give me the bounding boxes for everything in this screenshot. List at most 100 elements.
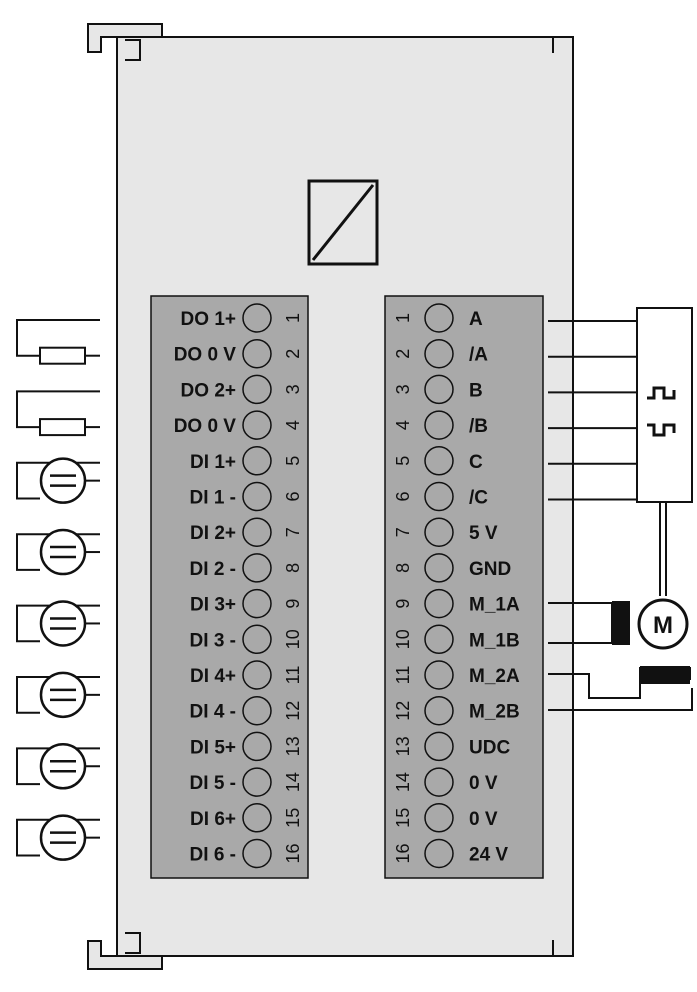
bottom-left-clip	[87, 940, 163, 970]
left-terminal-label: DI 4+	[190, 666, 236, 687]
top-left-clip	[87, 23, 163, 53]
screw-terminal-icon	[242, 838, 272, 869]
right-terminal-number: 7	[393, 527, 413, 537]
right-terminal-body	[384, 295, 544, 879]
screw-terminal-icon	[424, 803, 454, 833]
screw-terminal-icon	[424, 446, 454, 476]
top-left-latch	[125, 39, 141, 61]
left-terminal-number: 5	[283, 456, 303, 466]
left-terminal-6: DI 1 - 6	[190, 481, 303, 512]
left-terminal-label: DI 1 -	[190, 488, 236, 509]
right-terminal-label: /A	[469, 345, 488, 366]
right-terminal-label: A	[469, 309, 483, 330]
left-terminal-label: DO 0 V	[174, 345, 237, 366]
left-terminal-label: DI 2 -	[190, 559, 236, 580]
right-terminal-label: M_2B	[469, 702, 520, 723]
resistor-load-icon	[16, 390, 100, 437]
screw-terminal-icon	[242, 624, 272, 655]
left-terminal-number: 10	[283, 629, 303, 649]
screw-terminal-icon	[242, 803, 272, 833]
left-terminal-number: 16	[283, 843, 303, 863]
screw-terminal-icon	[424, 588, 454, 619]
encoder	[636, 307, 693, 596]
left-terminal-12: DI 4 -12	[190, 695, 303, 726]
screw-terminal-icon	[242, 660, 272, 690]
sensor-icon	[16, 457, 100, 504]
sensor-icon	[16, 528, 100, 576]
right-terminal-number: 5	[393, 456, 413, 466]
left-terminal-label: DI 5 -	[190, 773, 236, 794]
screw-terminal-icon	[424, 838, 454, 869]
right-terminal-number: 9	[393, 599, 413, 609]
motor-winding-2	[548, 666, 693, 711]
left-terminal-number: 9	[283, 599, 303, 609]
right-terminal-number: 12	[393, 701, 413, 721]
screw-terminal-icon	[424, 410, 454, 440]
sensor-icon	[16, 743, 100, 790]
left-terminal-number: 6	[283, 491, 303, 501]
isolation-symbol	[307, 179, 379, 266]
left-terminal-number: 13	[283, 736, 303, 756]
left-terminal-7: DI 2+7	[190, 517, 303, 547]
left-terminal-1: DO 1+1	[181, 303, 303, 333]
left-terminal-label: DI 6+	[190, 809, 236, 830]
motor: M	[637, 598, 689, 650]
right-terminal-label: C	[469, 452, 483, 473]
screw-terminal-icon	[424, 338, 454, 369]
bottom-left-latch	[125, 932, 141, 954]
right-terminal-label: 24 V	[469, 845, 508, 866]
right-terminal-number: 8	[393, 563, 413, 573]
left-terminal-number: 2	[283, 349, 303, 359]
left-terminal-label: DI 4 -	[190, 702, 236, 723]
left-terminal-4: DO 0 V 4	[174, 410, 303, 440]
right-terminal-number: 1	[393, 313, 413, 323]
left-terminal-number: 7	[283, 527, 303, 537]
sensor-icon	[16, 671, 100, 719]
screw-terminal-icon	[424, 481, 454, 512]
left-terminal-number: 1	[283, 313, 303, 323]
screw-terminal-icon	[242, 767, 272, 797]
left-terminal-5: DI 1+5	[190, 446, 303, 476]
right-terminal-label: 5 V	[469, 523, 498, 544]
screw-terminal-icon	[424, 624, 454, 655]
screw-terminal-icon	[424, 767, 454, 797]
left-terminal-15: DI 6+15	[190, 803, 303, 833]
left-terminal-8: DI 2 -8	[190, 553, 303, 583]
screw-terminal-icon	[242, 517, 272, 547]
encoder-wires	[548, 320, 637, 501]
screw-terminal-icon	[242, 553, 272, 583]
left-terminal-number: 4	[283, 420, 303, 430]
right-terminal-number: 4	[393, 420, 413, 430]
right-terminal-number: 15	[393, 808, 413, 828]
encoder-box	[636, 307, 693, 503]
right-terminal-number: 10	[393, 629, 413, 649]
resistor-load-icon	[16, 319, 100, 365]
left-terminal-9: DI 3+ 9	[190, 588, 303, 619]
right-terminal-label: UDC	[469, 737, 510, 758]
screw-terminal-icon	[424, 374, 454, 405]
right-terminal-number: 2	[393, 349, 413, 359]
right-terminal-number: 14	[393, 772, 413, 792]
left-devices	[16, 319, 100, 861]
left-terminal-16: DI 6 - 16	[190, 838, 303, 869]
screw-terminal-icon	[242, 481, 272, 512]
left-terminal-number: 3	[283, 384, 303, 394]
right-terminal-label: /C	[469, 488, 488, 509]
right-terminal-7: 7 5 V	[393, 517, 498, 547]
right-terminal-4: 4/B	[393, 410, 488, 440]
left-terminal-label: DI 3+	[190, 595, 236, 616]
screw-terminal-icon	[424, 695, 454, 726]
sensor-icon	[16, 600, 100, 647]
left-terminal-label: DI 6 -	[190, 845, 236, 866]
screw-terminal-icon	[242, 374, 272, 405]
motor-symbol: M	[653, 612, 673, 639]
left-terminal-13: DI 5+13	[190, 731, 303, 762]
motor-icon	[637, 598, 689, 650]
left-terminal-label: DO 0 V	[174, 416, 237, 437]
